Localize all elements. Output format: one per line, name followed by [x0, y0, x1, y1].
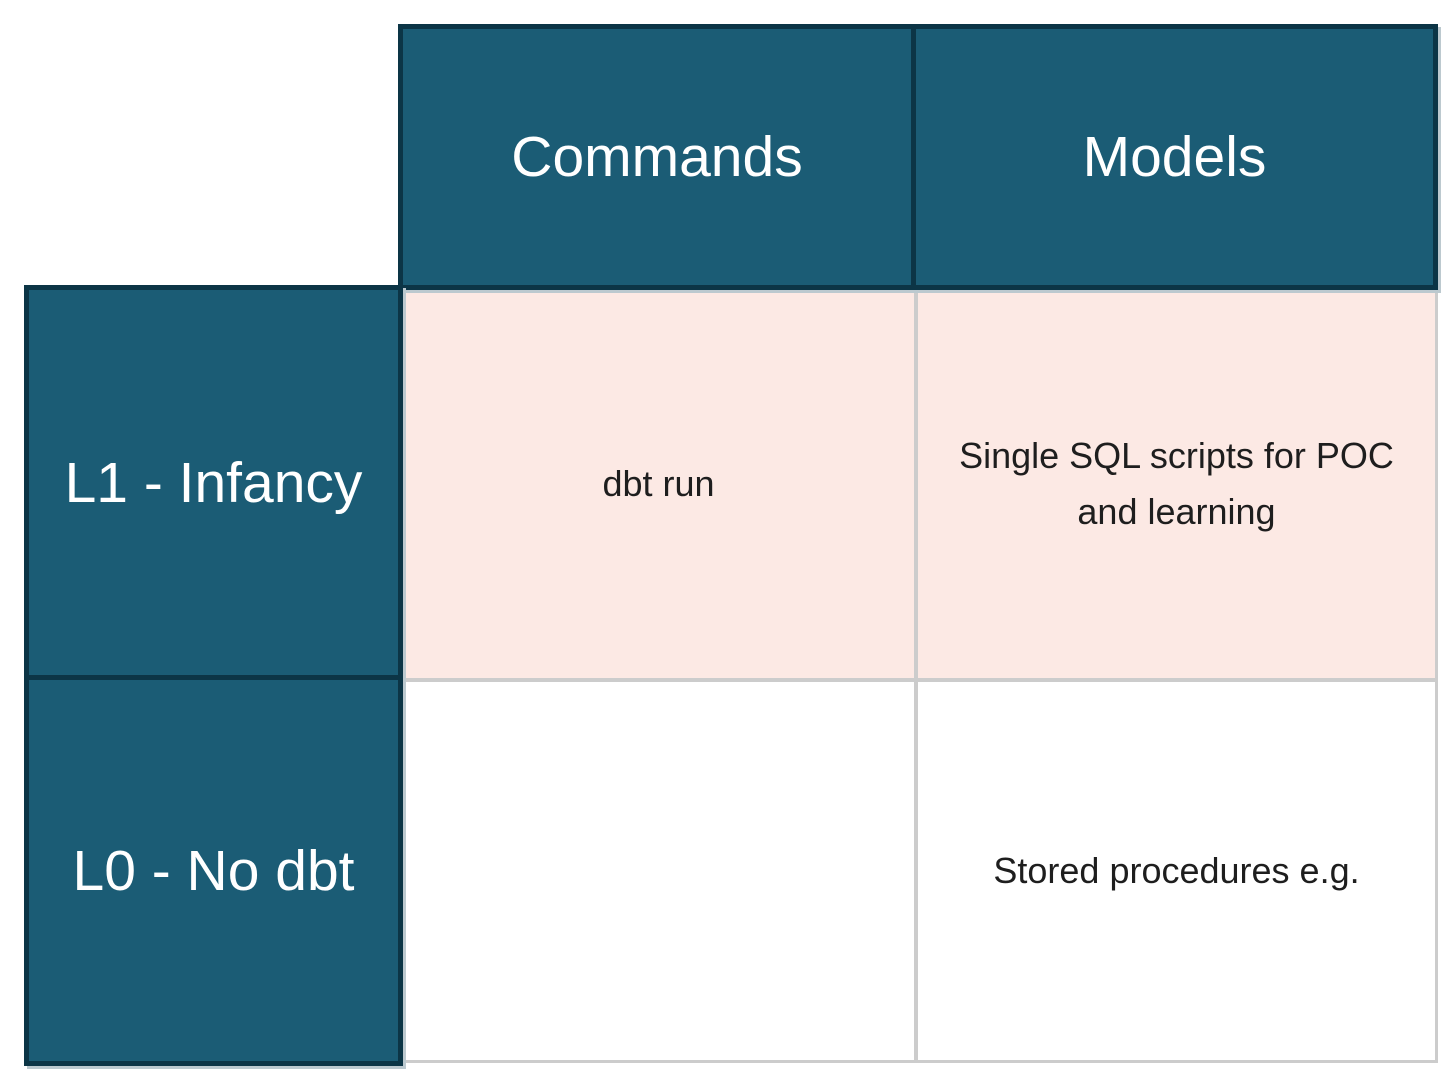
cell-l1-commands-text: dbt run — [602, 463, 715, 505]
column-header-commands: Commands — [398, 24, 916, 290]
cell-l1-commands: dbt run — [403, 290, 914, 678]
cell-l1-models-text: Single SQL scripts for POC and learning — [959, 435, 1394, 532]
row-header-l0-no-dbt: L0 - No dbt — [24, 675, 403, 1066]
column-header-models: Models — [911, 24, 1438, 290]
row-header-l1-label: L1 - Infancy — [64, 450, 363, 515]
cell-l0-commands — [403, 682, 914, 1060]
cell-l1-models: Single SQL scripts for POC and learning — [918, 290, 1435, 678]
column-header-commands-label: Commands — [511, 125, 803, 189]
column-header-models-label: Models — [1082, 125, 1267, 189]
row-header-l1-infancy: L1 - Infancy — [24, 285, 403, 680]
row-header-l0-label: L0 - No dbt — [72, 838, 355, 903]
cell-l0-models: Stored procedures e.g. — [918, 682, 1435, 1060]
cell-l0-models-text: Stored procedures e.g. — [993, 850, 1360, 892]
